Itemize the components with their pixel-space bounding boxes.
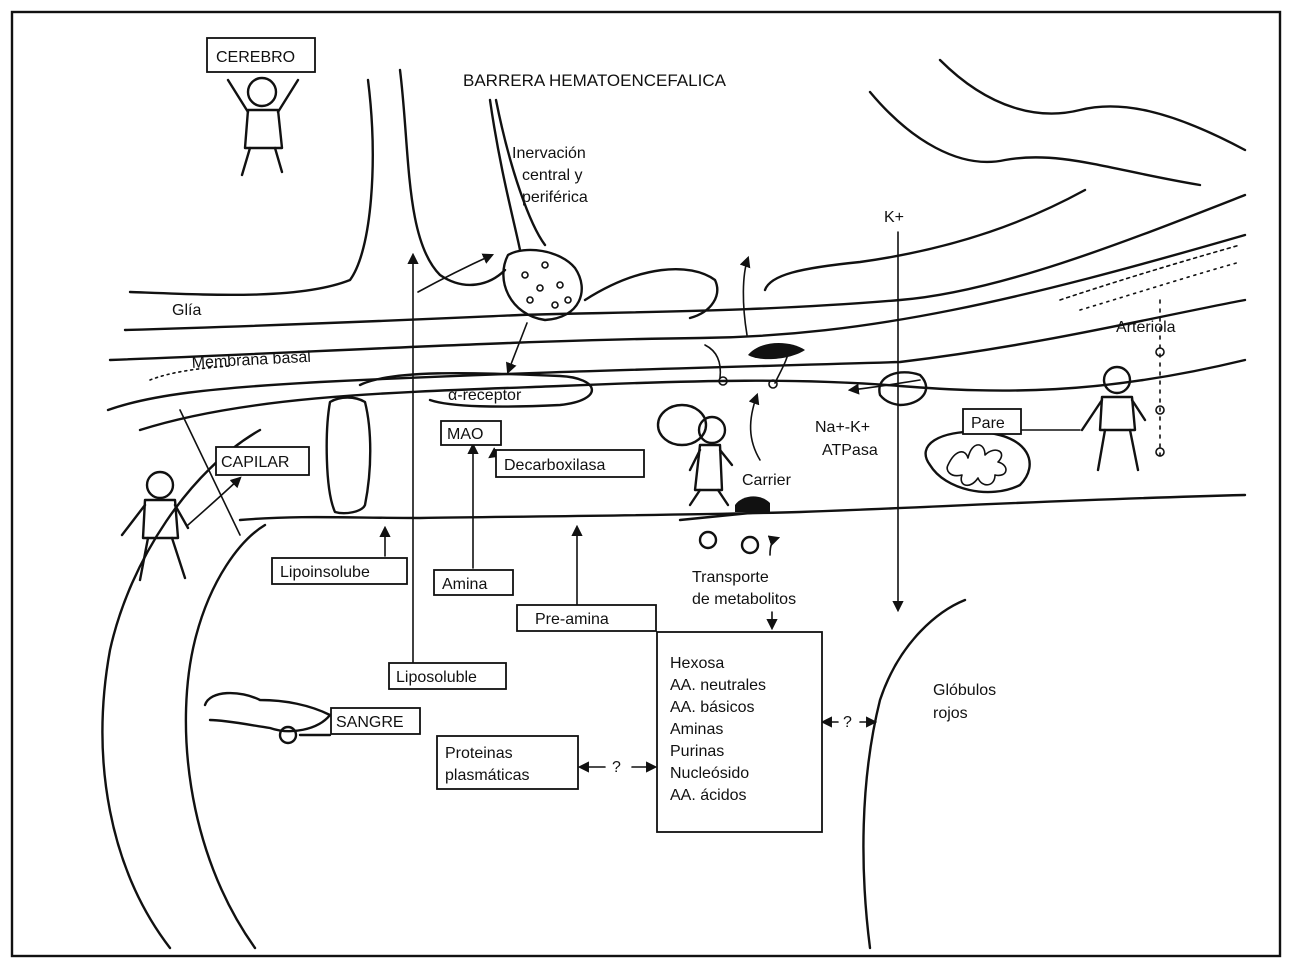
mao-box: MAO [441,421,501,445]
question-proteinas: ? [612,759,621,776]
membrana-basal-label: Membrana basal [191,349,311,372]
arteriola-label: Arteriola [1116,319,1176,336]
atpasa-label-2: ATPasa [822,442,878,459]
pre-amina-box: Pre-amina [517,605,656,631]
pare-label: Pare [971,415,1005,432]
metabolite-item: AA. ácidos [670,787,746,804]
proteinas-label-2: plasmáticas [445,767,529,784]
carrier-label: Carrier [742,472,792,489]
metabolite-item: AA. básicos [670,699,754,716]
figure-near-capilar [122,472,188,580]
atpasa-label-1: Na+-K+ [815,419,870,436]
cerebro-box: CEREBRO [207,38,315,72]
k-plus-label: K+ [884,209,904,226]
metabolites-box: Hexosa AA. neutrales AA. básicos Aminas … [657,632,822,832]
lipoinsolube-box: Lipoinsolube [272,558,407,584]
diagram-title: BARRERA HEMATOENCEFALICA [463,71,727,90]
sangre-box: SANGRE [331,708,420,734]
liposoluble-box: Liposoluble [389,663,506,689]
glia-label: Glía [172,302,201,319]
decarboxilasa-box: Decarboxilasa [496,450,644,477]
metabolite-item: Nucleósido [670,765,749,782]
pare-box: Pare [963,409,1021,434]
amina-box: Amina [434,570,513,595]
decarboxilasa-label: Decarboxilasa [504,457,605,474]
lipoinsolube-label: Lipoinsolube [280,564,370,581]
cerebro-label: CEREBRO [216,49,295,66]
globulos-label-2: rojos [933,705,968,722]
proteinas-box: Proteinas plasmáticas [437,736,578,789]
figure-lying-sangre [205,693,330,743]
proteinas-label-1: Proteinas [445,745,513,762]
glia-outlines [125,60,1245,330]
sangre-label: SANGRE [336,714,404,731]
liposoluble-label: Liposoluble [396,669,477,686]
figure-pare-stop [1082,367,1145,470]
question-globulos: ? [843,714,852,731]
capilar-label: CAPILAR [221,454,289,471]
metabolite-item: Hexosa [670,655,724,672]
capilar-box: CAPILAR [216,447,309,475]
amina-label: Amina [442,576,487,593]
inervacion-label-1: Inervación [512,145,586,162]
mao-label: MAO [447,426,483,443]
figure-holding-cerebro-sign [228,78,298,175]
metabolite-item: AA. neutrales [670,677,766,694]
inervacion-label-2: central y [522,167,582,184]
figure-frame [12,12,1280,956]
globulos-label-1: Glóbulos [933,682,996,699]
transporte-label-1: Transporte [692,569,769,586]
metabolite-item: Purinas [670,743,724,760]
metabolite-item: Aminas [670,721,723,738]
alpha-receptor-label: α-receptor [448,387,522,404]
transporte-label-2: de metabolitos [692,591,796,608]
basal-membrane [108,235,1245,410]
pre-amina-label: Pre-amina [535,611,609,628]
inervacion-label-3: periférica [522,189,588,206]
nerve-terminal [503,250,581,320]
